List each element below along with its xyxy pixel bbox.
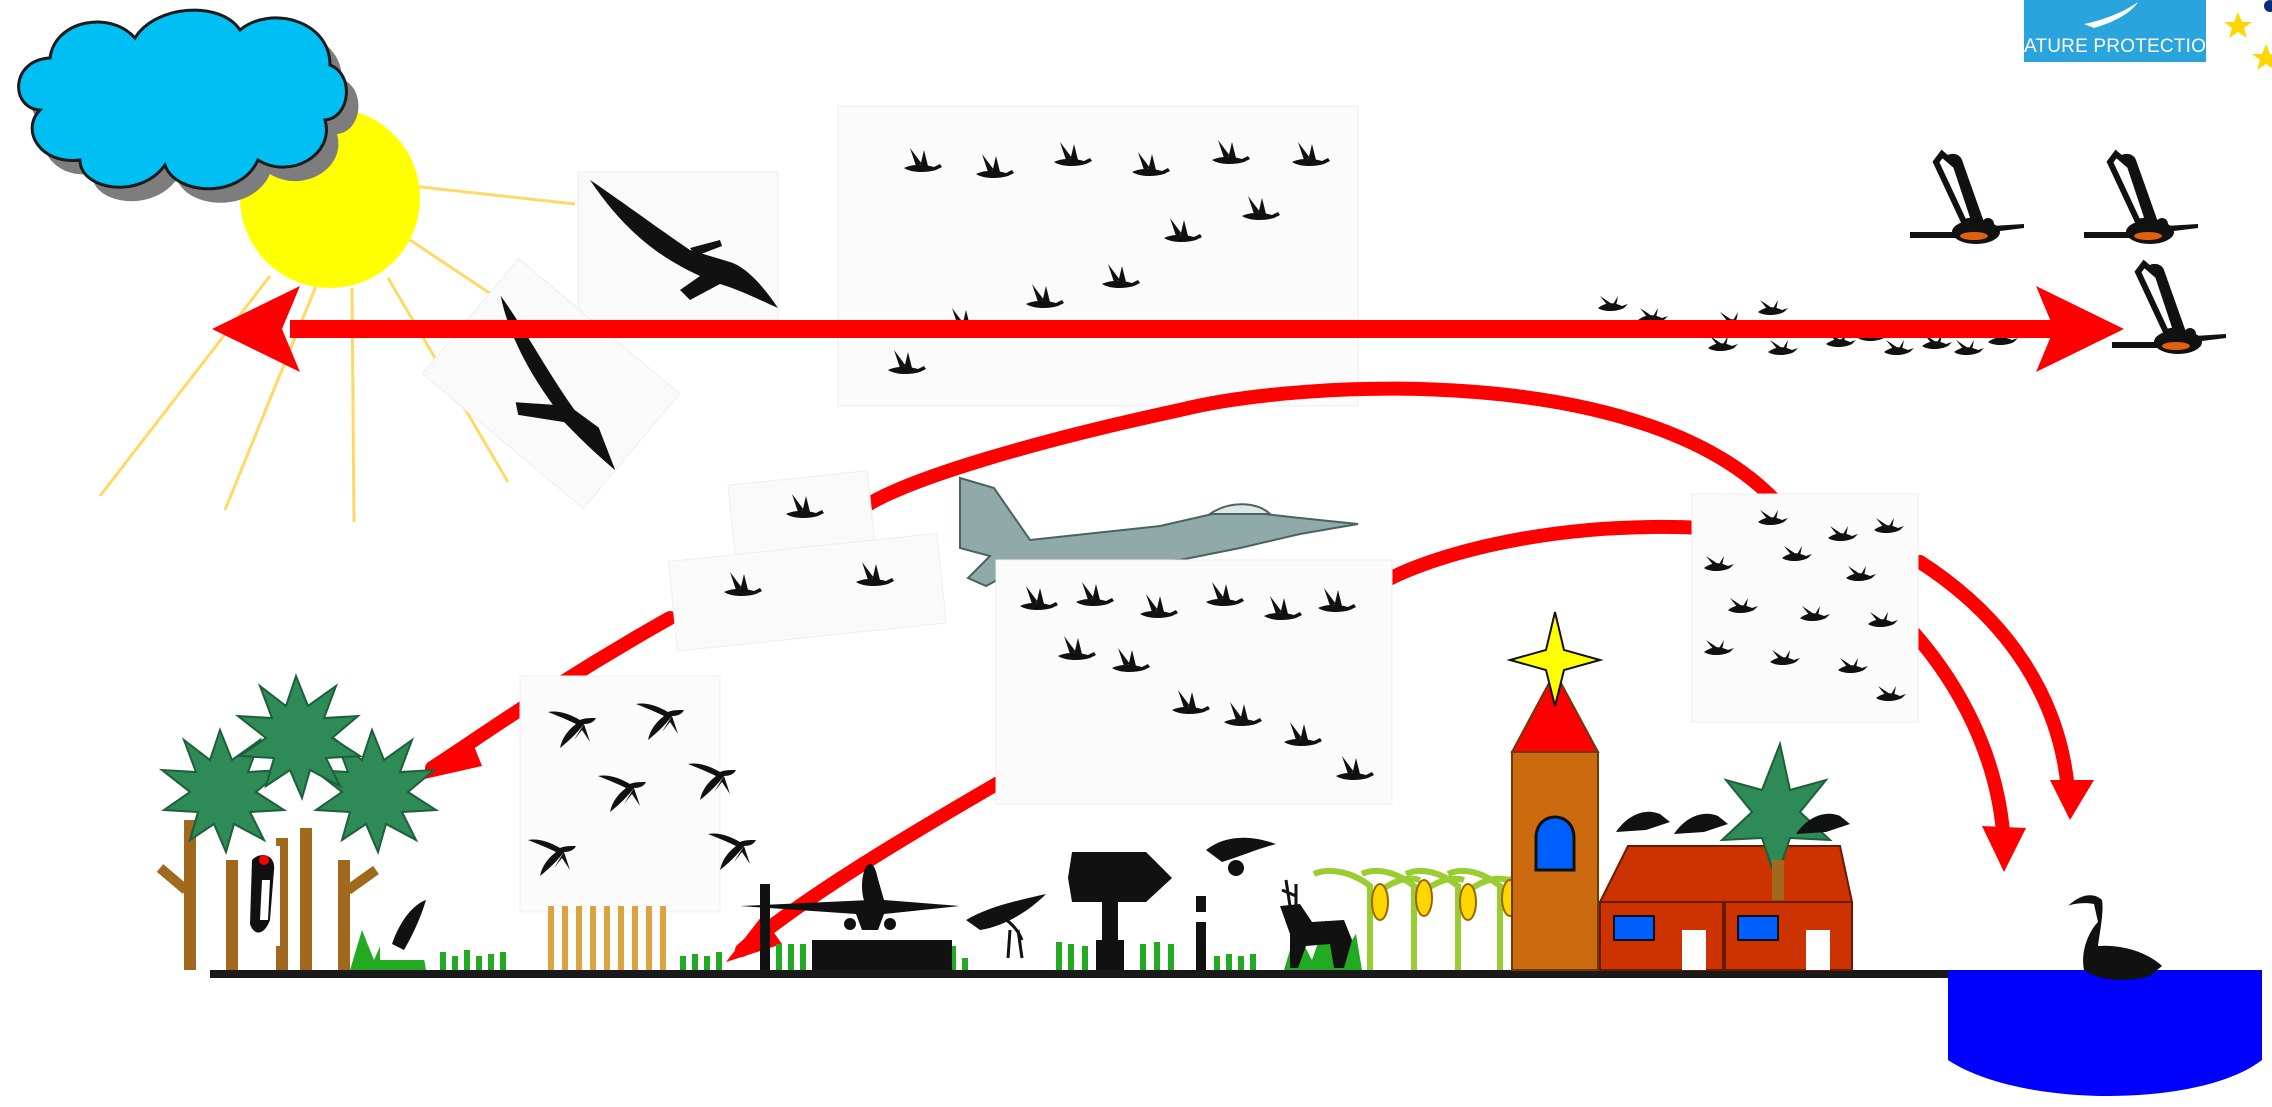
wind-turbine-icon	[1068, 852, 1206, 970]
swallow-icon	[1692, 494, 1918, 722]
house-icon	[1600, 744, 1852, 970]
geese-flock-icon	[668, 471, 946, 651]
bird-icon	[1196, 826, 1282, 886]
geese-flock-icon	[838, 106, 1358, 406]
eu-stars-icon	[2224, 0, 2272, 70]
swallow-icon	[520, 676, 756, 912]
crane-silhouette-icon	[422, 172, 778, 509]
ground-line	[210, 970, 2070, 978]
woodpecker-icon	[240, 846, 280, 946]
church-icon	[1510, 612, 1600, 970]
nature-protection-logo[interactable]: NATURE PROTECTION	[2024, 0, 2206, 62]
nature-protection-logo-icon	[2074, 0, 2164, 30]
lake-icon	[1948, 970, 2262, 1096]
grebe-icon	[2068, 895, 2162, 980]
lapwing-icon	[958, 872, 1046, 958]
cloud-icon	[19, 10, 359, 203]
geese-flock-icon	[996, 560, 1392, 804]
bird-icon	[380, 896, 430, 960]
reed-icon	[548, 906, 666, 970]
logo-label: NATURE PROTECTION	[2010, 36, 2220, 62]
